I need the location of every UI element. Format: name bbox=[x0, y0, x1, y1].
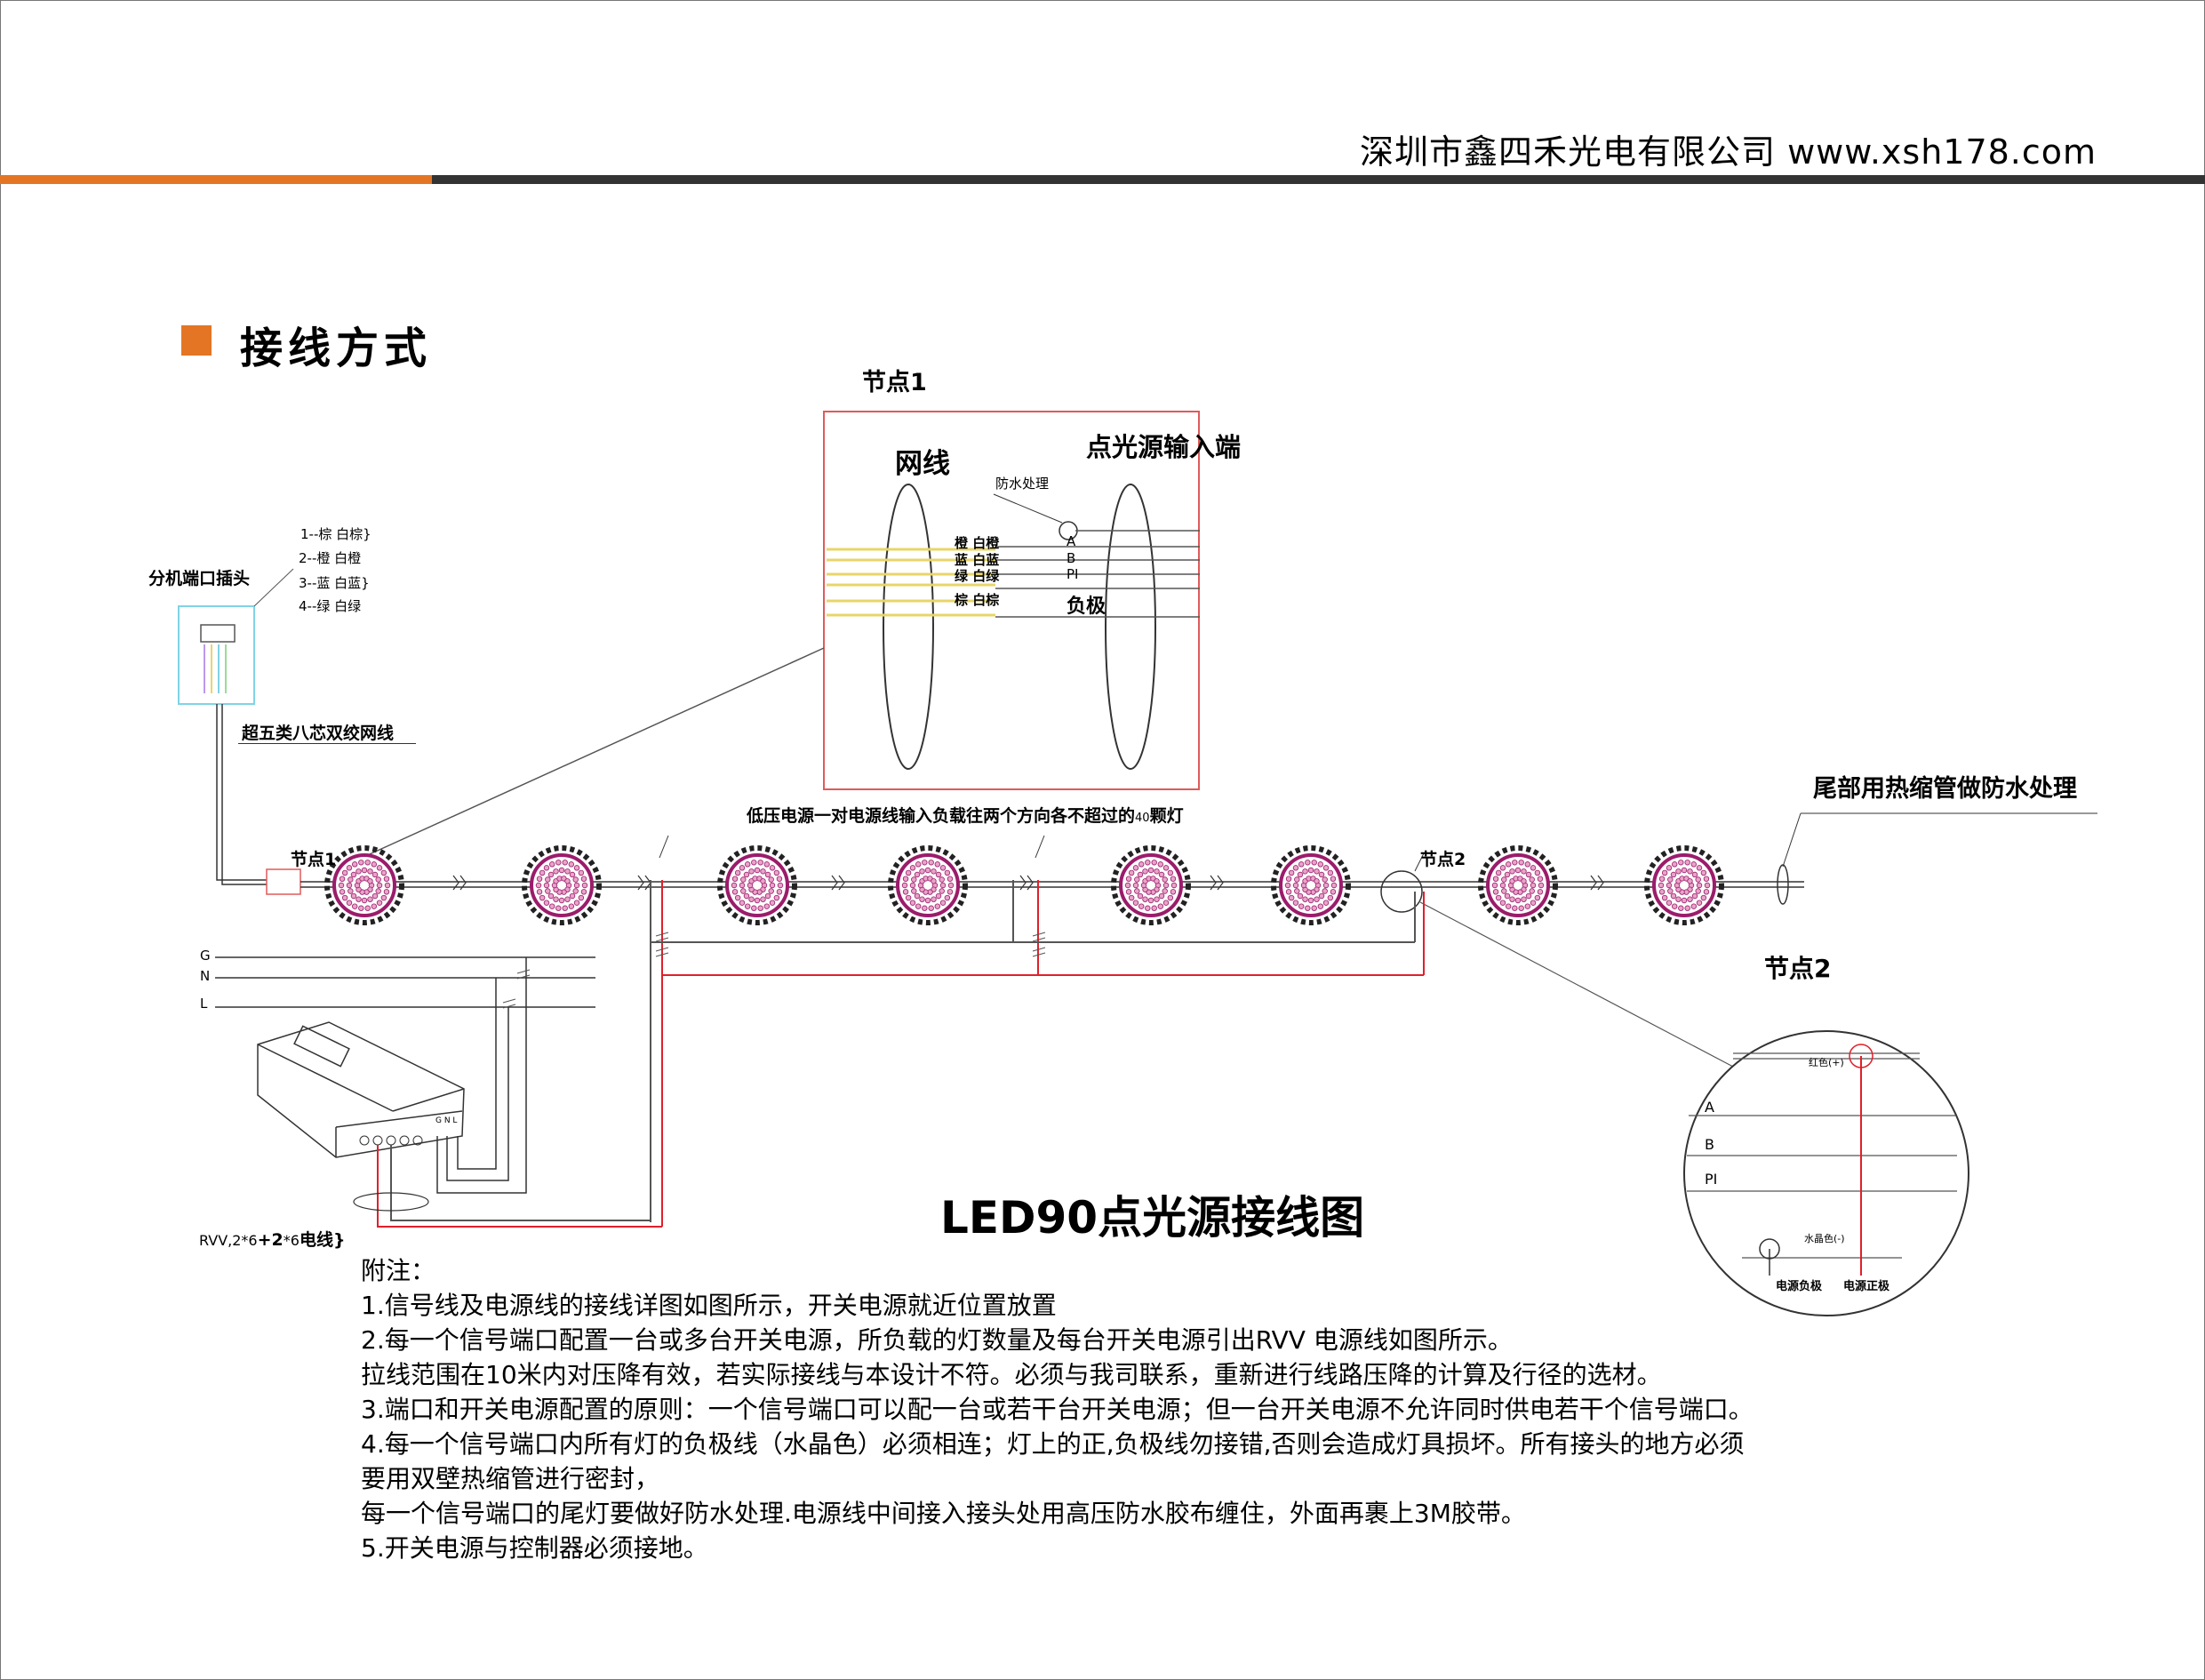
lamp-icon bbox=[888, 845, 968, 925]
plug-pins bbox=[204, 644, 227, 693]
lamp-group bbox=[324, 845, 1724, 925]
node2-red-label: 红色(+) bbox=[1809, 1057, 1844, 1068]
psu-mains-wires bbox=[436, 957, 527, 1194]
lamp-icon bbox=[1644, 845, 1724, 925]
chain-node2-label: 节点2 bbox=[1420, 850, 1466, 869]
note-line: 3.端口和开关电源配置的原则：一个信号端口可以配一台或若干台开关电源；但一台开关… bbox=[361, 1395, 1754, 1424]
node2-detail-circle bbox=[1683, 1030, 1969, 1316]
cable-label: 网线 bbox=[895, 448, 950, 480]
cable-sleeve-icon bbox=[353, 1192, 429, 1212]
mains-n-label: N bbox=[200, 968, 211, 984]
tail-cap-icon bbox=[1777, 864, 1789, 905]
node2-detail-lines bbox=[1687, 1052, 1957, 1259]
cable-ellipse bbox=[883, 484, 934, 770]
node2-pos-label: 电源正极 bbox=[1843, 1280, 1890, 1293]
lamp-icon bbox=[717, 845, 797, 925]
pin-a: A bbox=[1067, 533, 1076, 549]
section-title: 接线方式 bbox=[240, 324, 433, 373]
lamp-icon bbox=[1111, 845, 1191, 925]
header-divider-bar bbox=[432, 175, 2205, 184]
node1-detail-box bbox=[823, 411, 1200, 790]
waterproof-label: 防水处理 bbox=[995, 476, 1050, 492]
note-line: 附注： bbox=[361, 1256, 436, 1285]
note-line: 1.信号线及电源线的接线详图如图所示，开关电源就近位置放置 bbox=[361, 1291, 1057, 1320]
node1-callout-line bbox=[341, 647, 825, 868]
plug-title: 分机端口插头 bbox=[148, 569, 251, 588]
mains-g-label: G bbox=[200, 948, 211, 964]
pinout-2: 2--橙 白橙 bbox=[299, 550, 362, 566]
input-ellipse bbox=[1105, 484, 1156, 770]
pair-label-3: 绿 白绿 bbox=[955, 568, 1000, 584]
negative-label: 负极 bbox=[1067, 596, 1106, 618]
note-line: 2.每一个信号端口配置一台或多台开关电源，所负载的灯数量及每台开关电源引出RVV… bbox=[361, 1325, 1513, 1355]
note-line: 5.开关电源与控制器必须接地。 bbox=[361, 1533, 708, 1563]
lamp-icon bbox=[1271, 845, 1351, 925]
power-feed-wires bbox=[650, 880, 1425, 1227]
node2-row-a: A bbox=[1705, 1099, 1714, 1116]
psu-terminal-labels: G N L bbox=[435, 1116, 458, 1125]
note-line: 4.每一个信号端口内所有灯的负极线（水晶色）必须相连；灯上的正,负极线勿接错,否… bbox=[361, 1429, 1745, 1459]
header-accent-bar bbox=[0, 175, 432, 184]
cable-type-label: 超五类八芯双绞网线 bbox=[242, 724, 395, 743]
note-line: 每一个信号端口的尾灯要做好防水处理.电源线中间接入接头处用高压防水胶布缠住，外面… bbox=[361, 1499, 1526, 1528]
pinout-3: 3--蓝 白蓝} bbox=[299, 575, 370, 591]
pin-pi: PI bbox=[1067, 566, 1079, 582]
load-note: 低压电源一对电源线输入负载往两个方向各不超过的40颗灯 bbox=[747, 806, 1184, 826]
pair-label-1: 橙 白橙 bbox=[955, 535, 1000, 551]
pinout-4: 4--绿 白绿 bbox=[299, 598, 362, 614]
cable-label-underline bbox=[238, 743, 416, 744]
node1-wire-pairs bbox=[827, 530, 1200, 618]
company-header: 深圳市鑫四禾光电有限公司 www.xsh178.com bbox=[1360, 132, 2097, 172]
node2-title: 节点2 bbox=[1764, 954, 1832, 983]
notes-block: 附注： 1.信号线及电源线的接线详图如图所示，开关电源就近位置放置 2.每一个信… bbox=[361, 1253, 1754, 1565]
note-line: 拉线范围在10米内对压降有效，若实际接线与本设计不符。必须与我司联系，重新进行线… bbox=[361, 1360, 1662, 1389]
plug-box bbox=[178, 605, 255, 705]
plug-socket-icon bbox=[200, 624, 236, 643]
mains-l-label: L bbox=[200, 996, 208, 1012]
lamp-icon bbox=[1478, 845, 1558, 925]
chain-node1-label: 节点1 bbox=[291, 850, 337, 869]
section-bullet-icon bbox=[181, 325, 212, 356]
node2-row-b: B bbox=[1705, 1136, 1714, 1153]
power-supply-box bbox=[257, 1021, 465, 1158]
psu-terminals bbox=[359, 1135, 423, 1146]
pin-b: B bbox=[1067, 550, 1076, 566]
node2-row-pi: PI bbox=[1705, 1171, 1718, 1188]
pair-label-4: 棕 白棕 bbox=[955, 592, 1000, 608]
rj45-connector-icon bbox=[266, 868, 301, 895]
node2-neg-label: 电源负极 bbox=[1776, 1280, 1823, 1293]
node1-title: 节点1 bbox=[862, 369, 927, 396]
lamp-icon bbox=[522, 845, 602, 925]
input-label: 点光源输入端 bbox=[1086, 432, 1242, 462]
node2-marker bbox=[1380, 870, 1423, 913]
mains-break-marks bbox=[502, 969, 531, 1009]
mains-lines bbox=[215, 956, 595, 1008]
note-line: 要用双壁热缩管进行密封， bbox=[361, 1464, 660, 1493]
psu-cable-label: RVV,2*6+2*6电线} bbox=[199, 1230, 346, 1250]
wire-break-marks bbox=[655, 932, 1046, 957]
node2-crystal-label: 水晶色(-) bbox=[1804, 1233, 1845, 1244]
diagram-title: LED90点光源接线图 bbox=[940, 1192, 1365, 1244]
pinout-1: 1--棕 白棕} bbox=[300, 526, 371, 542]
lamp-icon bbox=[324, 845, 404, 925]
cable-splices bbox=[452, 875, 1604, 891]
psu-output-wires bbox=[377, 1145, 662, 1228]
tail-note: 尾部用热缩管做防水处理 bbox=[1813, 775, 2077, 803]
pair-label-2: 蓝 白蓝 bbox=[955, 552, 1000, 568]
